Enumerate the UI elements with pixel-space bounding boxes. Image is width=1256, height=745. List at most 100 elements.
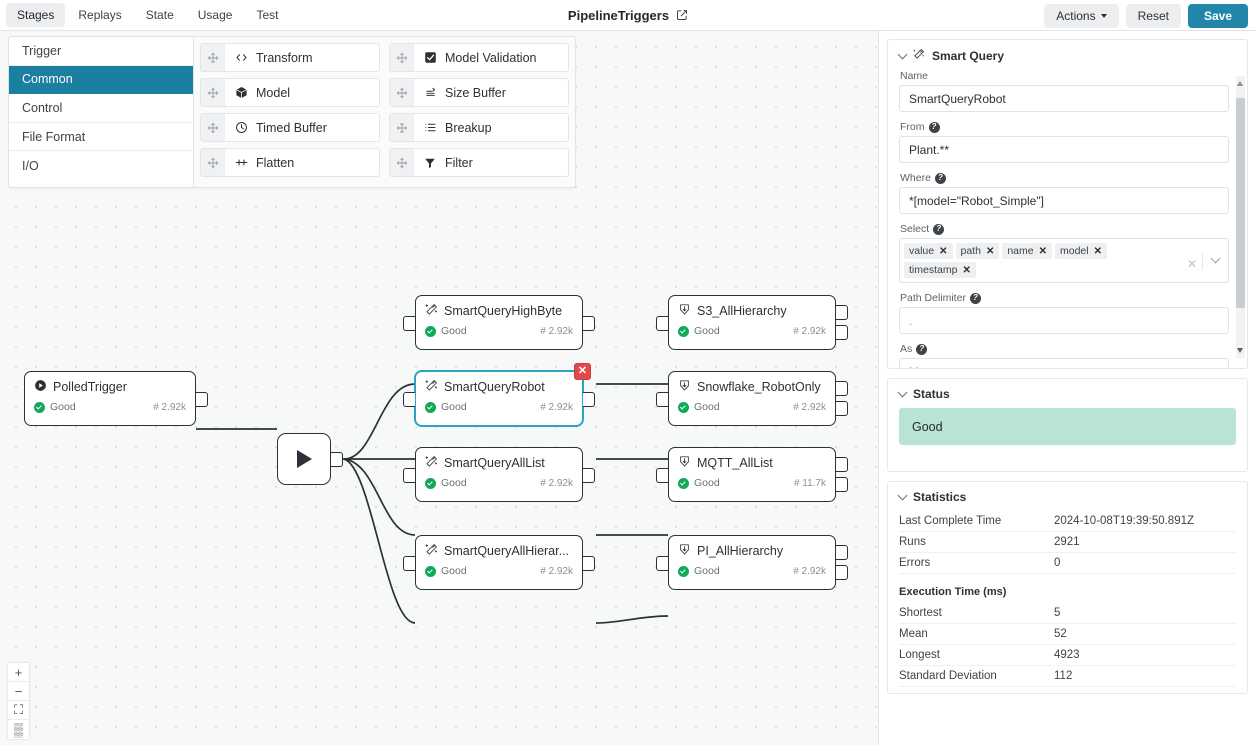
help-icon[interactable]: ? — [934, 172, 946, 184]
port-out-secondary[interactable] — [836, 565, 848, 580]
drag-move-icon[interactable] — [390, 114, 414, 141]
toggle-grid-button[interactable]: ▒ — [8, 720, 29, 739]
port-in[interactable] — [656, 392, 668, 407]
port-in[interactable] — [403, 316, 415, 331]
palette-item-label: Flatten — [256, 155, 295, 170]
palette-item-flatten[interactable]: Flatten — [200, 148, 380, 177]
node-title: SmartQueryAllList — [444, 456, 545, 470]
drag-move-icon[interactable] — [201, 114, 225, 141]
top-tab-usage[interactable]: Usage — [197, 8, 233, 22]
palette-category-common[interactable]: Common — [9, 65, 193, 95]
port-in[interactable] — [656, 468, 668, 483]
zoom-out-button[interactable]: − — [8, 682, 29, 701]
statistics-card-header[interactable]: Statistics — [888, 482, 1247, 511]
remove-chip-icon[interactable]: ✕ — [939, 245, 948, 257]
remove-chip-icon[interactable]: ✕ — [1093, 245, 1102, 257]
delete-node-button[interactable]: ✕ — [574, 363, 591, 380]
shield-download-icon — [678, 543, 691, 559]
port-in[interactable] — [403, 392, 415, 407]
help-icon[interactable]: ? — [933, 223, 945, 235]
port-out[interactable] — [583, 316, 595, 331]
drag-move-icon[interactable] — [390, 149, 414, 176]
help-icon[interactable]: ? — [916, 343, 928, 355]
scroll-up-icon[interactable] — [1237, 81, 1243, 86]
palette-category-file-format[interactable]: File Format — [9, 123, 193, 152]
drag-move-icon[interactable] — [201, 44, 225, 71]
port-out-secondary[interactable] — [836, 325, 848, 340]
port-out-primary[interactable] — [836, 457, 848, 472]
actions-dropdown-button[interactable]: Actions — [1044, 3, 1119, 28]
top-tab-stages[interactable]: Stages — [6, 3, 66, 27]
port-in[interactable] — [656, 556, 668, 571]
node-status-label: Good — [441, 477, 467, 489]
port-out-secondary[interactable] — [836, 477, 848, 492]
port-out[interactable] — [583, 556, 595, 571]
reset-button[interactable]: Reset — [1125, 3, 1181, 28]
smart-query-scrollbar[interactable] — [1236, 76, 1245, 358]
node-smartquery-allhierarchy[interactable]: SmartQueryAllHierar...Good# 2.92k — [403, 535, 595, 590]
path-delimiter-field[interactable]: . — [899, 307, 1229, 334]
drag-move-icon[interactable] — [201, 79, 225, 106]
palette-category-control[interactable]: Control — [9, 94, 193, 123]
palette-item-filter[interactable]: Filter — [389, 148, 569, 177]
smart-query-card-header[interactable]: Smart Query — [888, 40, 1247, 70]
palette-item-model[interactable]: Model — [200, 78, 380, 107]
remove-chip-icon[interactable]: ✕ — [962, 264, 971, 276]
palette-category-trigger[interactable]: Trigger — [9, 37, 193, 66]
remove-chip-icon[interactable]: ✕ — [985, 245, 995, 257]
chip-label: value — [909, 245, 935, 257]
from-field[interactable]: Plant.** — [899, 136, 1229, 163]
port-out-primary[interactable] — [836, 381, 848, 396]
palette-item-model-validation[interactable]: Model Validation — [389, 43, 569, 72]
play-icon — [296, 450, 312, 468]
fit-view-button[interactable]: ⛶ — [8, 701, 29, 720]
drag-move-icon[interactable] — [390, 79, 414, 106]
name-field[interactable]: SmartQueryRobot — [899, 85, 1229, 112]
port-out-primary[interactable] — [836, 545, 848, 560]
as-select[interactable]: List — [899, 358, 1229, 368]
port-out-primary[interactable] — [836, 305, 848, 320]
port-out-secondary[interactable] — [836, 401, 848, 416]
port-out[interactable] — [196, 392, 208, 407]
status-card-header[interactable]: Status — [888, 379, 1247, 408]
save-button[interactable]: Save — [1187, 3, 1248, 28]
port-out[interactable] — [331, 452, 343, 467]
top-tab-replays[interactable]: Replays — [78, 8, 122, 22]
palette-item-size-buffer[interactable]: Size Buffer — [389, 78, 569, 107]
palette-item-timed-buffer[interactable]: Timed Buffer — [200, 113, 380, 142]
trigger-play-node[interactable] — [277, 433, 343, 485]
port-in[interactable] — [403, 556, 415, 571]
top-tab-test[interactable]: Test — [256, 8, 279, 22]
scroll-down-icon[interactable] — [1237, 348, 1243, 353]
port-out[interactable] — [583, 392, 595, 407]
port-out[interactable] — [583, 468, 595, 483]
pencil-square-icon[interactable] — [676, 9, 688, 21]
zoom-in-button[interactable]: + — [8, 663, 29, 682]
scrollbar-thumb[interactable] — [1236, 98, 1245, 308]
palette-category-i-o[interactable]: I/O — [22, 158, 39, 173]
port-in[interactable] — [656, 316, 668, 331]
palette-item-transform[interactable]: Transform — [200, 43, 380, 72]
help-icon[interactable]: ? — [969, 292, 981, 304]
help-icon[interactable]: ? — [928, 121, 940, 133]
clear-selection-icon[interactable]: ✕ — [1186, 257, 1197, 271]
drag-move-icon[interactable] — [390, 44, 414, 71]
select-multiselect[interactable]: value✕path✕name✕model✕timestamp✕ ✕ — [899, 238, 1229, 283]
drag-move-icon[interactable] — [201, 149, 225, 176]
where-field[interactable]: *[model="Robot_Simple"] — [899, 187, 1229, 214]
chevron-down-icon[interactable] — [1210, 253, 1221, 264]
top-tab-state[interactable]: State — [145, 8, 174, 22]
remove-chip-icon[interactable]: ✕ — [1038, 245, 1047, 257]
palette-item-breakup[interactable]: Breakup — [389, 113, 569, 142]
port-in[interactable] — [403, 468, 415, 483]
